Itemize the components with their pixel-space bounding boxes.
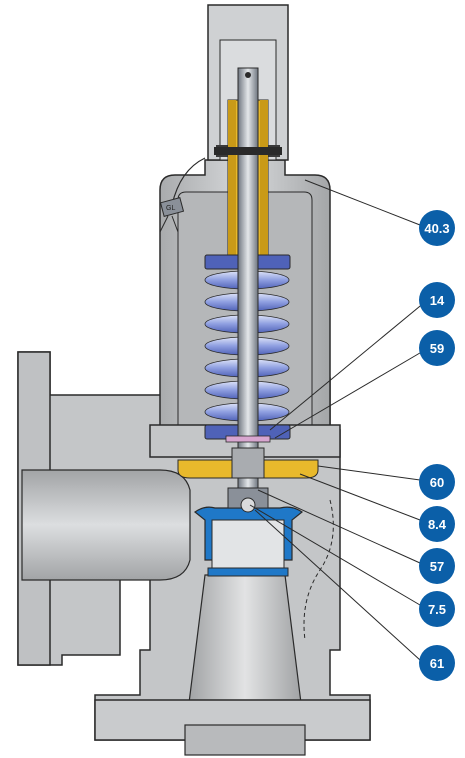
guide-ring (177, 447, 319, 479)
callout-label: 57 (430, 559, 444, 574)
callout-label: 7.5 (428, 602, 446, 617)
callout-label: 40.3 (424, 221, 449, 236)
callout-57: 57 (419, 548, 455, 584)
callout-14: 14 (419, 282, 455, 318)
callout-59: 59 (419, 330, 455, 366)
callout-label: 61 (430, 656, 444, 671)
callout-label: 59 (430, 341, 444, 356)
callout-label: 60 (430, 475, 444, 490)
callout-7-5: 7.5 (419, 591, 455, 627)
leader-lines (249, 179, 426, 661)
callout-61: 61 (419, 645, 455, 681)
washer (225, 435, 271, 443)
callout-label: 8.4 (428, 517, 447, 532)
callout-40-3: 40.3 (419, 210, 455, 246)
callout-8-4: 8.4 (419, 506, 455, 542)
callout-label: 14 (430, 293, 445, 308)
callout-60: 60 (419, 464, 455, 500)
seal-tag-label: GL (166, 205, 175, 212)
lead-seal: GL (159, 157, 206, 233)
